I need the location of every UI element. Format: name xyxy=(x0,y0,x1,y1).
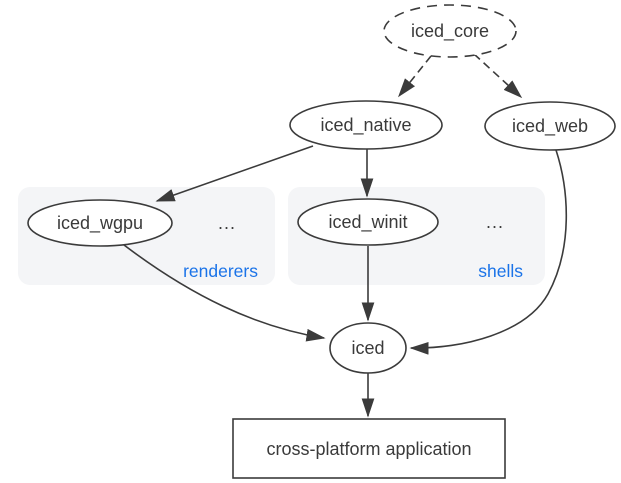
iced-wgpu-ellipse xyxy=(27,199,173,247)
shells-group-label: shells xyxy=(478,261,523,281)
node-iced-web: iced_web xyxy=(484,101,616,151)
iced-winit-ellipse xyxy=(297,198,439,246)
iced-native-ellipse xyxy=(289,100,443,150)
node-iced-core: iced_core xyxy=(383,4,517,58)
node-cross-platform-application: cross-platform application xyxy=(232,418,506,479)
renderers-ellipsis: ... xyxy=(218,213,236,233)
iced-ellipse xyxy=(329,322,407,374)
app-rect xyxy=(232,418,506,479)
iced-label: iced xyxy=(351,338,384,358)
node-iced-native: iced_native xyxy=(289,100,443,150)
app-label: cross-platform application xyxy=(266,439,471,459)
edge-iced-core-to-iced-native xyxy=(398,55,432,98)
iced-wgpu-label: iced_wgpu xyxy=(57,213,143,234)
edge-iced-wgpu-to-iced xyxy=(123,244,326,342)
shells-ellipsis: ... xyxy=(486,212,504,232)
node-iced-winit: iced_winit xyxy=(297,198,439,246)
iced-core-label: iced_core xyxy=(411,21,489,42)
iced-winit-label: iced_winit xyxy=(328,212,407,233)
edge-iced-core-to-iced-web xyxy=(473,53,523,99)
edge-iced-web-to-iced xyxy=(409,149,568,355)
iced-web-ellipse xyxy=(484,101,616,151)
node-iced-wgpu: iced_wgpu xyxy=(27,199,173,247)
iced-web-label: iced_web xyxy=(512,116,588,137)
node-iced: iced xyxy=(329,322,407,374)
renderers-group-label: renderers xyxy=(183,261,258,281)
edge-iced-native-to-iced-wgpu xyxy=(155,145,314,202)
iced-native-label: iced_native xyxy=(320,115,411,136)
iced-core-ellipse xyxy=(383,4,517,58)
